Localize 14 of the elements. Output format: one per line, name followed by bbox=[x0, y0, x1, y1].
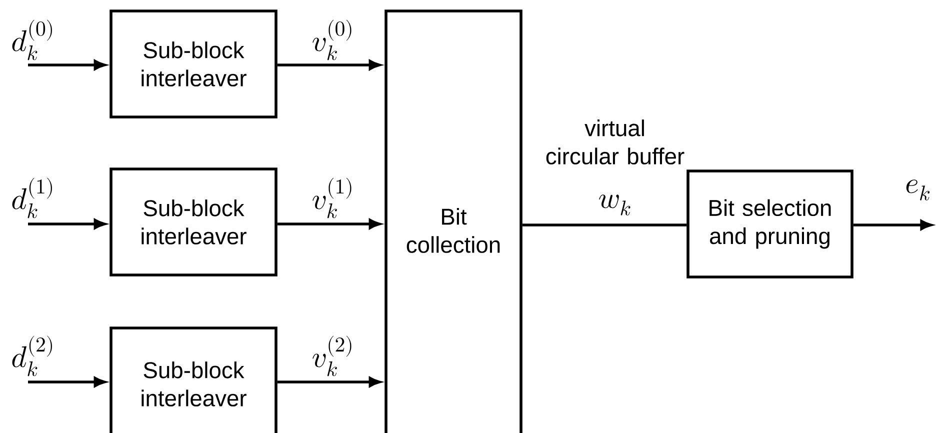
edge-label: $d_k^{(2)}$ bbox=[9, 334, 57, 378]
process-box: Sub-block interleaver bbox=[110, 326, 278, 433]
process-box: Bit collection bbox=[384, 10, 522, 433]
edge-label: $v_k^{(0)}$ bbox=[310, 18, 356, 62]
edge-label: $v_k^{(2)}$ bbox=[310, 334, 356, 378]
edge-label: $d_k^{(1)}$ bbox=[9, 176, 57, 220]
annotation-text: virtual circular buffer bbox=[546, 120, 684, 164]
process-box: Sub-block interleaver bbox=[110, 168, 278, 276]
edge-label: $v_k^{(1)}$ bbox=[310, 176, 356, 220]
process-box: Sub-block interleaver bbox=[110, 10, 278, 118]
edge-label: $w_k$ bbox=[596, 192, 634, 218]
edge-label: $d_k^{(0)}$ bbox=[9, 18, 57, 62]
process-box: Bit selection and pruning bbox=[686, 170, 854, 278]
edge-label: $e_k$ bbox=[903, 178, 933, 202]
